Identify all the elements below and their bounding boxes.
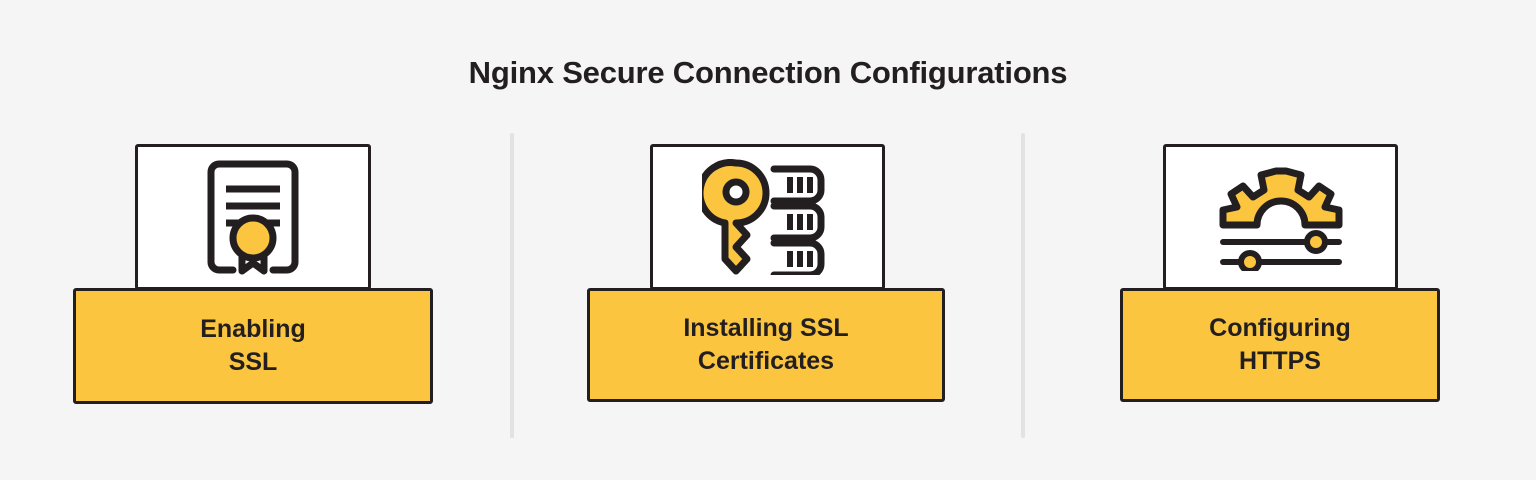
card-label-box[interactable]: Installing SSL Certificates (587, 288, 945, 402)
key-server-rack-icon (696, 159, 834, 279)
gear-sliders-icon (1213, 163, 1349, 274)
page-title: Nginx Secure Connection Configurations (468, 55, 1068, 90)
card-label-box[interactable]: Configuring HTTPS (1120, 288, 1440, 402)
column-divider-2 (1021, 133, 1025, 438)
column-divider-1 (510, 133, 514, 438)
certificate-seal-icon (199, 158, 307, 276)
card-label-text: Configuring HTTPS (1209, 313, 1351, 375)
icon-panel (135, 144, 371, 290)
card-label-text: Enabling SSL (200, 314, 306, 376)
icon-panel (1163, 144, 1398, 290)
card-label-box[interactable]: Enabling SSL (73, 288, 433, 404)
icon-panel (650, 144, 885, 290)
card-label-text: Installing SSL Certificates (683, 313, 849, 375)
